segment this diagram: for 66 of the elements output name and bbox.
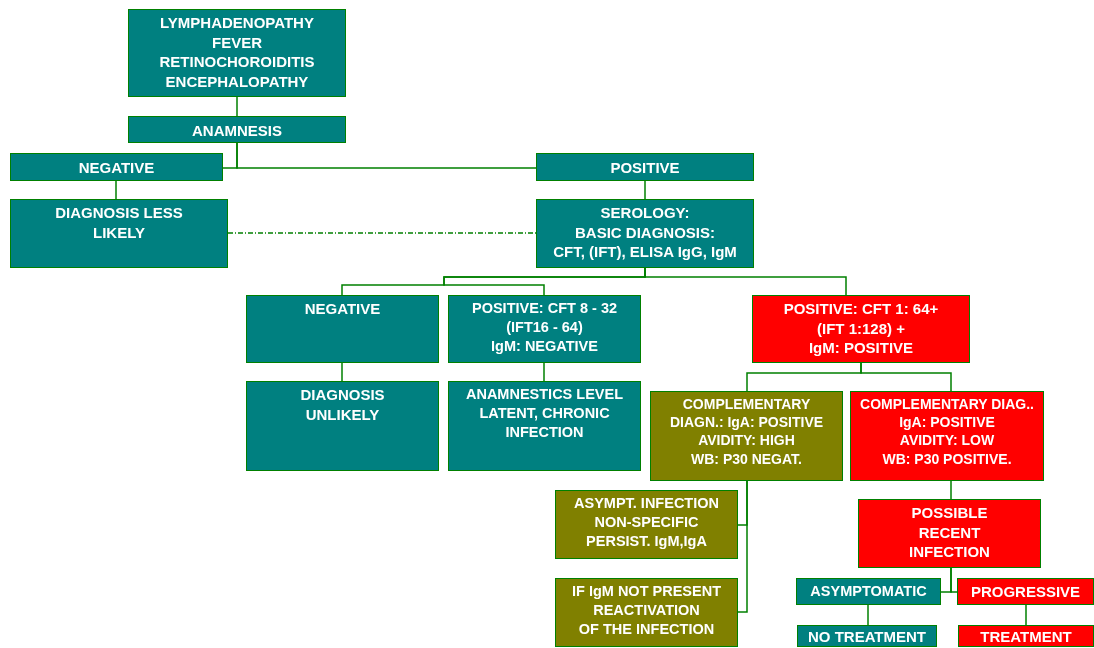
connector-line bbox=[860, 362, 952, 392]
box-text: DIAGNOSIS LESS LIKELY bbox=[54, 203, 184, 242]
box-text: WB: P30 NEGAT. bbox=[691, 449, 802, 468]
box-text: BASIC DIAGNOSIS: bbox=[575, 222, 715, 242]
process-box bbox=[957, 578, 1094, 605]
connector-line bbox=[950, 480, 952, 500]
box-text: REACTIVATION bbox=[593, 600, 700, 620]
process-box bbox=[858, 499, 1041, 568]
box-text: AVIDITY: LOW bbox=[899, 431, 995, 450]
box-text: POSSIBLE RECENT INFECTION bbox=[908, 503, 991, 562]
process-box bbox=[958, 625, 1094, 647]
box-text: ASYMPTOMATIC bbox=[810, 582, 927, 601]
connector-line bbox=[867, 604, 869, 626]
box-text: NO TREATMENT bbox=[807, 627, 926, 647]
process-box bbox=[796, 578, 941, 605]
process-box bbox=[128, 9, 346, 97]
connector-line bbox=[236, 96, 238, 117]
box-text: ANAMNESTICS LEVEL LATENT, CHRONIC INFECTION bbox=[464, 385, 625, 442]
process-box bbox=[246, 381, 439, 471]
connector-line bbox=[236, 142, 537, 169]
connector-line bbox=[644, 180, 646, 200]
process-box bbox=[650, 391, 843, 481]
process-box bbox=[555, 578, 738, 647]
process-box bbox=[850, 391, 1044, 481]
process-box bbox=[536, 153, 754, 181]
box-text: WB: P30 POSITIVE. bbox=[882, 449, 1012, 468]
box-text: ANAMNESIS bbox=[192, 121, 282, 141]
connector-line bbox=[115, 180, 117, 200]
box-text: COMPLEMENTARY DIAG.. IgA: POSITIVE bbox=[859, 395, 1035, 432]
box-text: IgM: NEGATIVE bbox=[491, 336, 598, 356]
box-text: NEGATIVE bbox=[304, 299, 381, 319]
box-text: LYMPHADENOPATHY bbox=[160, 13, 314, 33]
connector-line bbox=[950, 567, 958, 593]
box-text: CFT, (IFT), ELISA IgG, IgM bbox=[553, 242, 737, 262]
box-text: TREATMENT bbox=[980, 627, 1072, 647]
box-text: OF THE INFECTION bbox=[578, 619, 715, 639]
box-text: FEVER bbox=[212, 32, 262, 52]
process-box bbox=[536, 199, 754, 268]
process-box bbox=[10, 153, 223, 181]
connector-line bbox=[644, 267, 847, 296]
box-text: DIAGNOSIS UNLIKELY bbox=[299, 385, 386, 424]
connector-line bbox=[543, 362, 545, 382]
process-box bbox=[246, 295, 439, 363]
connector-line bbox=[341, 362, 343, 382]
box-text: ENCEPHALOPATHY bbox=[165, 71, 309, 91]
box-text: ASYMPT. INFECTION NON-SPECIFIC PERSIST. IgM,IgA bbox=[573, 494, 720, 551]
box-text: IgM: POSITIVE bbox=[808, 338, 914, 358]
box-text: POSITIVE bbox=[610, 158, 680, 178]
box-text: RETINOCHOROIDITIS bbox=[159, 52, 315, 72]
process-box bbox=[10, 199, 228, 268]
box-text: IF IgM NOT PRESENT bbox=[572, 582, 721, 601]
process-box bbox=[555, 490, 738, 559]
box-text: POSITIVE: CFT 8 - 32 (IFT16 - 64) bbox=[471, 299, 618, 337]
process-box bbox=[448, 295, 641, 363]
process-box bbox=[752, 295, 970, 363]
box-text: POSITIVE: CFT 1: 64+ (IFT 1:128) + bbox=[782, 299, 940, 338]
connector-line bbox=[737, 480, 748, 613]
box-text: AVIDITY: HIGH bbox=[698, 431, 795, 450]
process-box bbox=[448, 381, 641, 471]
box-text: NEGATIVE bbox=[78, 158, 155, 178]
process-box bbox=[797, 625, 937, 647]
process-box bbox=[128, 116, 346, 143]
box-text: COMPLEMENTARY DIAGN.: IgA: POSITIVE bbox=[668, 395, 825, 432]
connector-line bbox=[1025, 604, 1027, 626]
box-text: SEROLOGY: bbox=[600, 203, 690, 223]
box-text: PROGRESSIVE bbox=[970, 582, 1081, 602]
